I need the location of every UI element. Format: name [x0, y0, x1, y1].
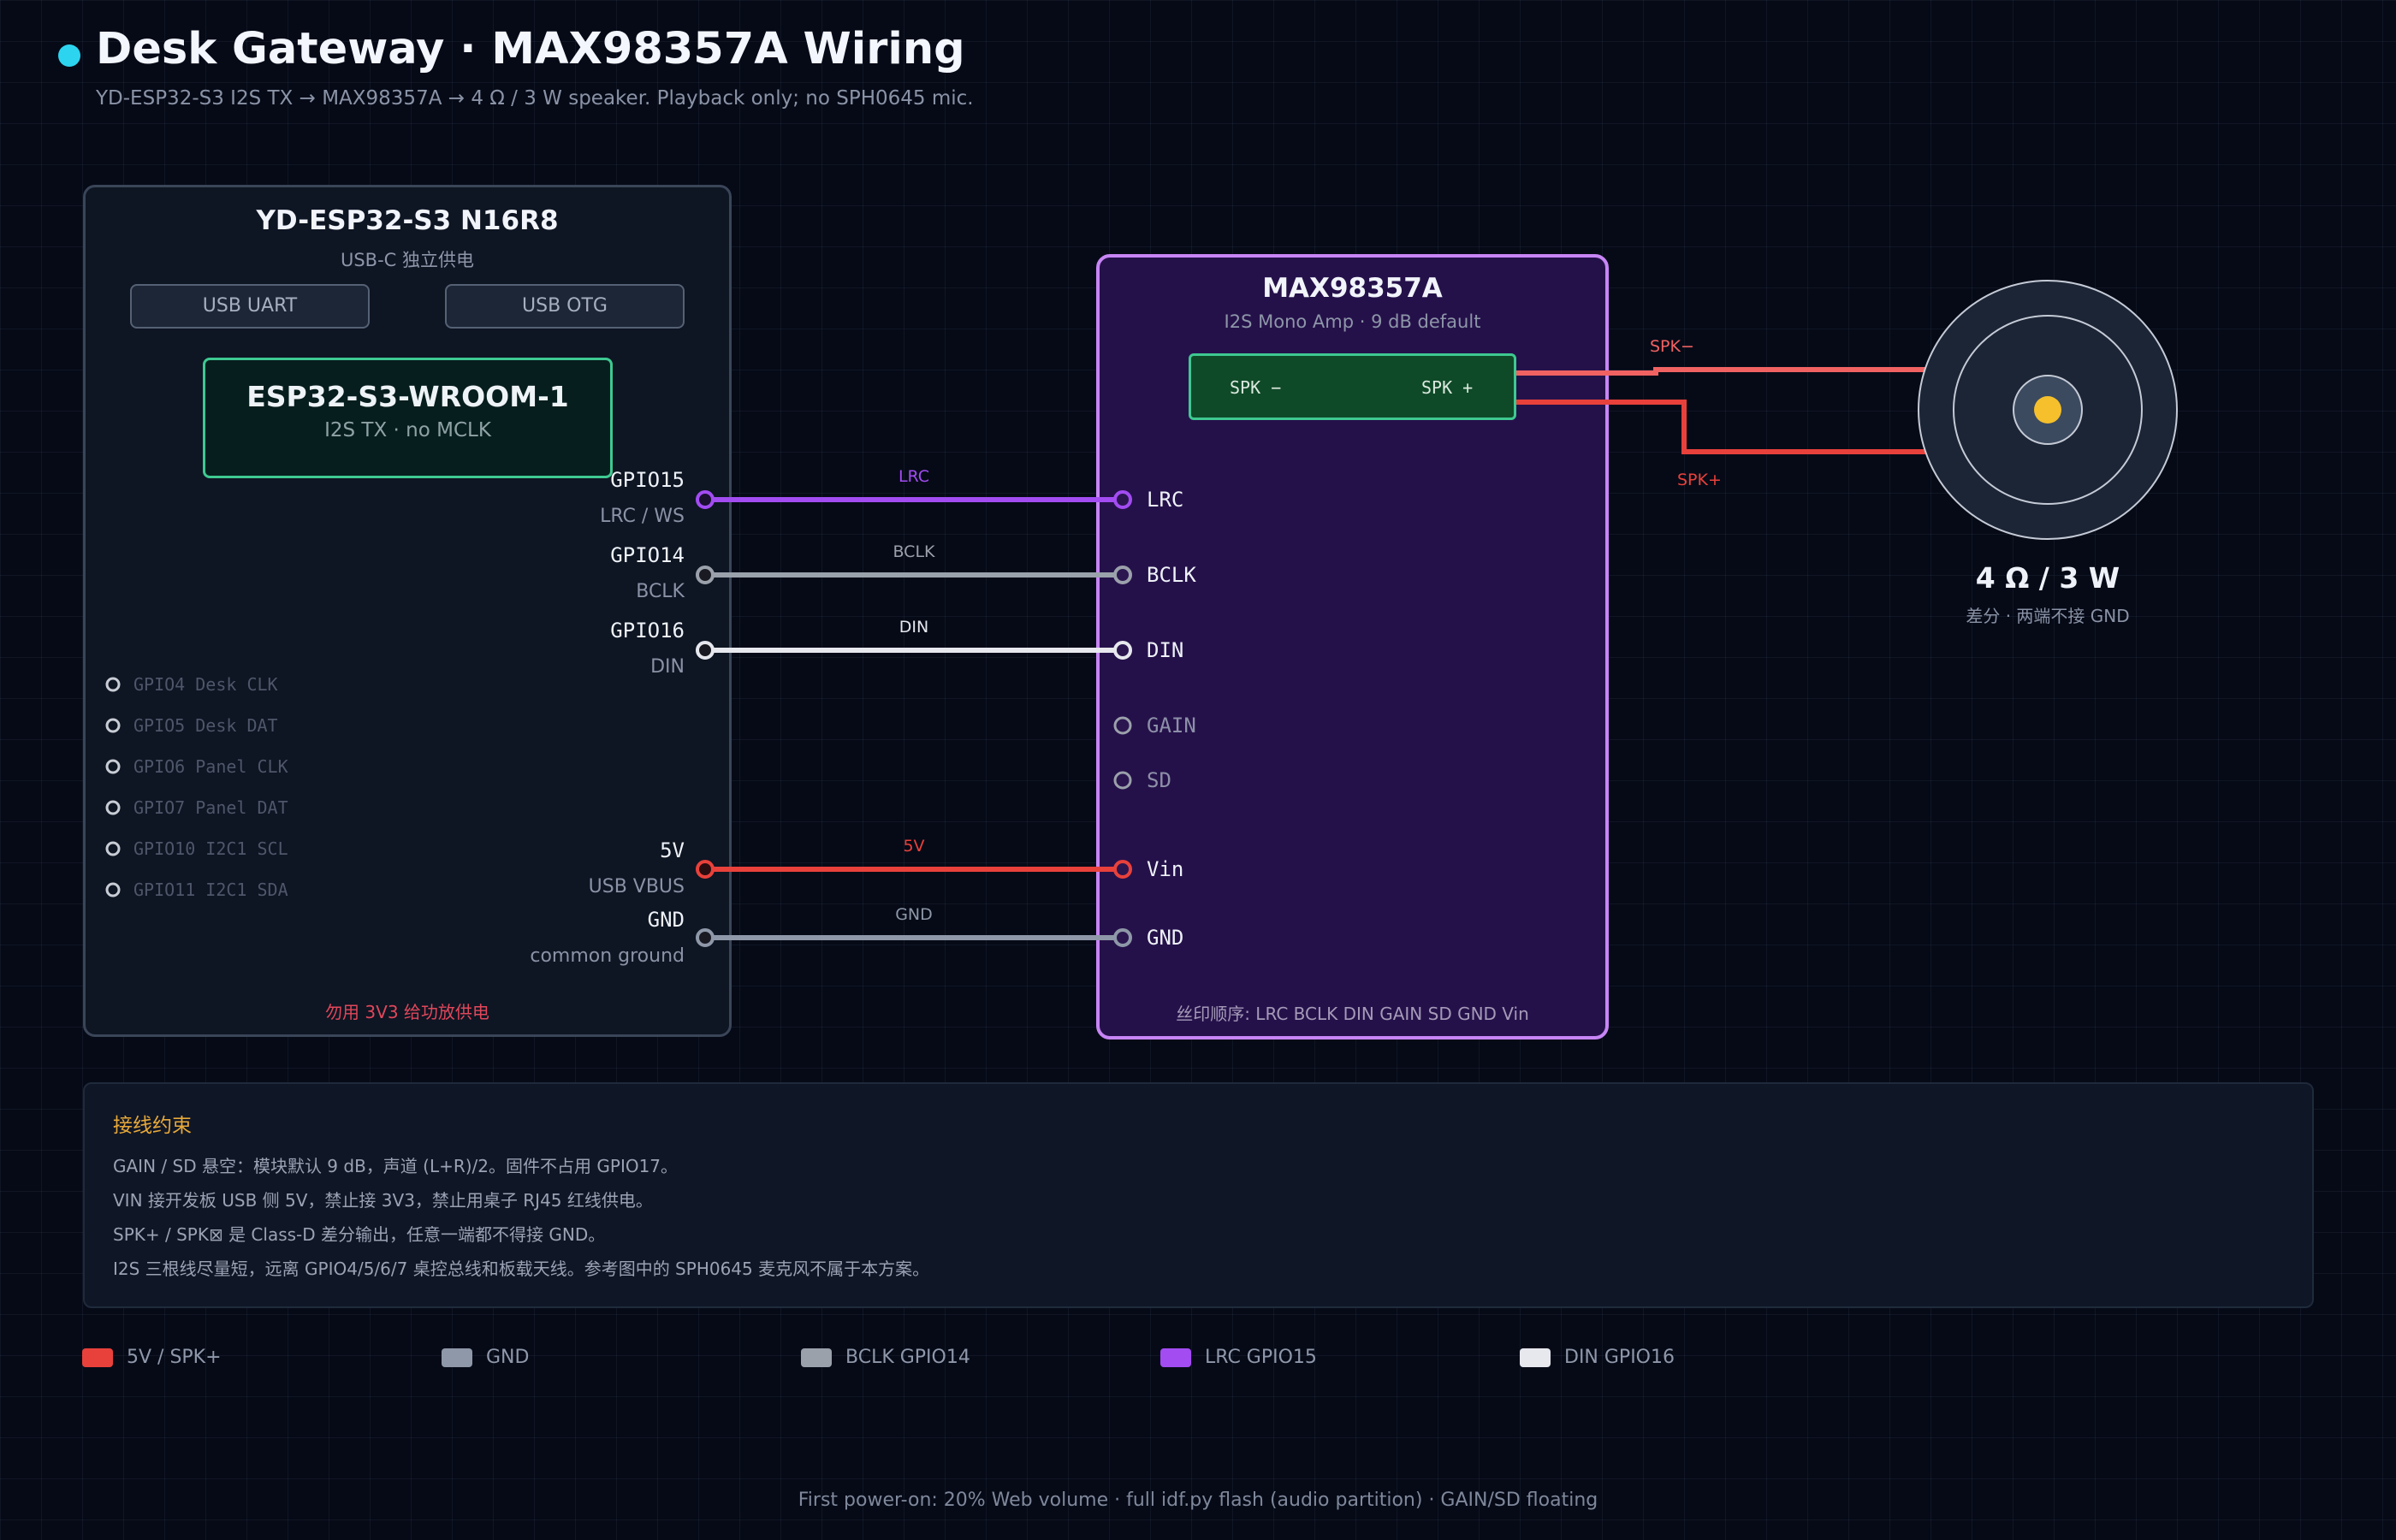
legend-swatch-gnd: [442, 1348, 472, 1367]
unused-gpio-item: GPIO11 I2C1 SDA: [133, 880, 288, 900]
legend-swatch-bclk: [801, 1348, 832, 1367]
unused-gpio-dot: [105, 882, 121, 897]
speaker-center-dot: [2034, 396, 2061, 424]
speaker-terminal-block: [1189, 353, 1516, 420]
title-status-dot: [58, 44, 80, 67]
amp-board-title: MAX98357A: [1262, 273, 1443, 304]
legend-label-5v: 5V / SPK+: [127, 1347, 222, 1368]
wire-label-din: DIN: [899, 618, 928, 637]
esp-pin-5v: 5V: [660, 838, 685, 862]
wiring-constraints-panel: [83, 1082, 2314, 1308]
amp-connector-vin: [1113, 860, 1132, 879]
spk-plus-terminal: SPK +: [1421, 377, 1474, 398]
esp-connector-din: [696, 641, 715, 660]
amp-pin-lrc: LRC: [1147, 488, 1184, 512]
unused-gpio-dot: [105, 800, 121, 815]
wire-label-lrc: LRC: [898, 467, 929, 486]
esp32-board-subtitle: USB-C 独立供电: [340, 250, 475, 270]
page-footer: First power-on: 20% Web volume · full id…: [798, 1490, 1598, 1511]
esp-pin-gnd-function: common ground: [530, 945, 685, 967]
amp-pin-din: DIN: [1147, 638, 1184, 662]
wire-spk-minus: [1516, 367, 1925, 376]
esp-pin-gpio14-function: BCLK: [636, 581, 685, 602]
esp-pin-gpio14: GPIO14: [610, 543, 685, 567]
legend-swatch-din: [1520, 1348, 1551, 1367]
constraint-line: VIN 接开发板 USB 侧 5V，禁止接 3V3，禁止用桌子 RJ45 红线供…: [113, 1190, 653, 1211]
amp-pin-bclk: BCLK: [1147, 563, 1196, 587]
amp-connector-lrc: [1113, 490, 1132, 509]
esp-pin-5v-function: USB VBUS: [588, 876, 685, 897]
amp-pin-gnd: GND: [1147, 926, 1184, 950]
legend-label-din: DIN GPIO16: [1564, 1347, 1675, 1368]
amp-pin-gain: GAIN: [1147, 714, 1196, 737]
spk-minus-wire-label: SPK−: [1650, 337, 1694, 356]
spk-plus-wire-label: SPK+: [1677, 471, 1722, 489]
amp-connector-sd: [1113, 771, 1132, 790]
unused-gpio-dot: [105, 677, 121, 692]
legend-label-gnd: GND: [486, 1347, 530, 1368]
constraints-title: 接线约束: [113, 1115, 192, 1137]
esp-pin-gpio15: GPIO15: [610, 468, 685, 492]
amp-connector-bclk: [1113, 566, 1132, 584]
esp-pin-gpio16-function: DIN: [650, 656, 685, 678]
amp-connector-gnd: [1113, 928, 1132, 947]
unused-gpio-dot: [105, 759, 121, 774]
esp-connector-gnd: [696, 928, 715, 947]
esp-connector-lrc: [696, 490, 715, 509]
amp-silkscreen-order: 丝印顺序: LRC BCLK DIN GAIN SD GND Vin: [1176, 1004, 1529, 1024]
esp-pin-gnd: GND: [647, 908, 685, 932]
esp32-module-subtitle: I2S TX · no MCLK: [324, 419, 491, 441]
unused-gpio-item: GPIO10 I2C1 SCL: [133, 838, 288, 859]
wire-spk-plus: [1516, 400, 1925, 454]
speaker-subtitle: 差分 · 两端不接 GND: [1966, 606, 2130, 626]
unused-gpio-dot: [105, 718, 121, 733]
spk-minus-terminal: SPK −: [1230, 377, 1282, 398]
amp-pin-sd: SD: [1147, 768, 1171, 792]
esp-pin-gpio15-function: LRC / WS: [600, 506, 685, 527]
amp-board-subtitle: I2S Mono Amp · 9 dB default: [1224, 311, 1481, 332]
constraint-line: I2S 三根线尽量短，远离 GPIO4/5/6/7 桌控总线和板载天线。参考图中…: [113, 1259, 930, 1279]
wire-label-bclk: BCLK: [893, 542, 935, 561]
constraint-line: SPK+ / SPK⊠ 是 Class-D 差分输出，任意一端都不得接 GND。: [113, 1224, 606, 1245]
esp32-power-warning: 勿用 3V3 给功放供电: [325, 1002, 489, 1022]
usb-uart-port: USB UART: [130, 284, 370, 329]
legend-label-bclk: BCLK GPIO14: [845, 1347, 970, 1368]
page-subtitle: YD-ESP32-S3 I2S TX → MAX98357A → 4 Ω / 3…: [96, 87, 974, 110]
esp32-module-title: ESP32-S3-WROOM-1: [246, 380, 569, 413]
esp-pin-gpio16: GPIO16: [610, 619, 685, 643]
legend-swatch-lrc: [1160, 1348, 1191, 1367]
wire-label-gnd: GND: [895, 905, 933, 924]
legend-swatch-5v: [82, 1348, 113, 1367]
unused-gpio-item: GPIO5 Desk DAT: [133, 715, 278, 736]
unused-gpio-item: GPIO6 Panel CLK: [133, 756, 288, 777]
amp-pin-vin: Vin: [1147, 857, 1184, 881]
amp-connector-din: [1113, 641, 1132, 660]
constraint-line: GAIN / SD 悬空：模块默认 9 dB，声道 (L+R)/2。固件不占用 …: [113, 1156, 679, 1176]
wire-label-5v: 5V: [903, 837, 924, 856]
esp32-board-title: YD-ESP32-S3 N16R8: [256, 205, 559, 236]
amp-connector-gain: [1113, 716, 1132, 735]
esp-connector-bclk: [696, 566, 715, 584]
esp32-module: [203, 358, 613, 478]
unused-gpio-item: GPIO4 Desk CLK: [133, 674, 278, 695]
legend-label-lrc: LRC GPIO15: [1205, 1347, 1317, 1368]
usb-otg-port: USB OTG: [445, 284, 685, 329]
speaker-title: 4 Ω / 3 W: [1975, 561, 2120, 595]
unused-gpio-dot: [105, 841, 121, 856]
unused-gpio-item: GPIO7 Panel DAT: [133, 797, 288, 818]
page-title: Desk Gateway · MAX98357A Wiring: [96, 24, 965, 74]
esp-connector-5v: [696, 860, 715, 879]
